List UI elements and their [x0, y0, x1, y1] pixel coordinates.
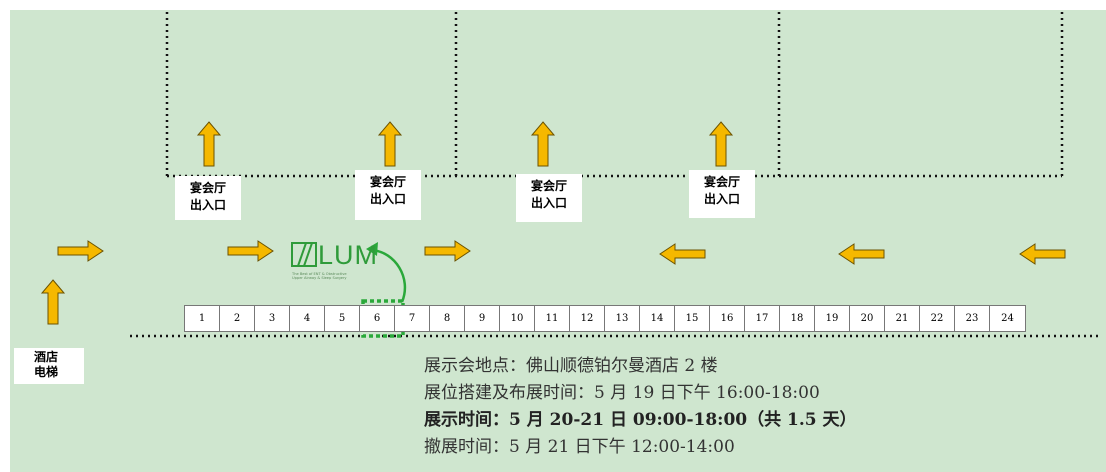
- label-line-2: 出入口: [369, 192, 406, 206]
- label-line-1: 宴会厅: [189, 181, 226, 195]
- exhibition-info: 展示会地点：佛山顺德铂尔曼酒店 2 楼 展位搭建及布展时间：5 月 19 日下午…: [424, 353, 857, 461]
- elevator-label: 酒店 电梯: [14, 348, 84, 384]
- booth-6[interactable]: 6: [360, 306, 395, 331]
- arrow-left-icon: [838, 243, 885, 265]
- booth-17[interactable]: 17: [745, 306, 780, 331]
- arrow-up-icon: [41, 279, 65, 325]
- booth-19[interactable]: 19: [815, 306, 850, 331]
- hall-entrance-label-4: 宴会厅 出入口: [689, 170, 755, 218]
- booth-15[interactable]: 15: [675, 306, 710, 331]
- booth-22[interactable]: 22: [920, 306, 955, 331]
- booth-5[interactable]: 5: [325, 306, 360, 331]
- booth-9[interactable]: 9: [465, 306, 500, 331]
- booth-4[interactable]: 4: [290, 306, 325, 331]
- logo-tagline: The Best of ENT & Obstructive Upper Airw…: [292, 272, 347, 280]
- floor-plan-panel: [10, 10, 1106, 472]
- logo-text: LUM: [318, 240, 379, 270]
- label-line-2: 出入口: [189, 198, 226, 212]
- hall-entrance-label-3: 宴会厅 出入口: [516, 174, 582, 222]
- booth-21[interactable]: 21: [885, 306, 920, 331]
- label-line-2: 出入口: [703, 192, 740, 206]
- arrow-right-icon: [227, 240, 274, 262]
- booth-10[interactable]: 10: [500, 306, 535, 331]
- hall-entrance-label-1: 宴会厅 出入口: [175, 176, 241, 220]
- exhibition-time-text: 展示时间：5 月 20-21 日 09:00-18:00（共 1.5 天）: [424, 410, 857, 430]
- label-line-1: 宴会厅: [530, 179, 567, 193]
- arrow-up-icon: [531, 121, 555, 167]
- label-line-2: 出入口: [530, 196, 567, 210]
- booth-2[interactable]: 2: [220, 306, 255, 331]
- booth-7[interactable]: 7: [395, 306, 430, 331]
- arrow-right-icon: [424, 240, 471, 262]
- booth-8[interactable]: 8: [430, 306, 465, 331]
- booth-13[interactable]: 13: [605, 306, 640, 331]
- booth-14[interactable]: 14: [640, 306, 675, 331]
- booth-3[interactable]: 3: [255, 306, 290, 331]
- booth-23[interactable]: 23: [955, 306, 990, 331]
- logo-icon: [291, 242, 317, 267]
- arrow-up-icon: [378, 121, 402, 167]
- arrow-up-icon: [709, 121, 733, 167]
- booth-16[interactable]: 16: [710, 306, 745, 331]
- booth-24[interactable]: 24: [1001, 313, 1014, 324]
- arrow-up-icon: [197, 121, 221, 167]
- arrow-left-icon: [659, 243, 706, 265]
- elevator-line-1: 酒店: [34, 350, 59, 364]
- curved-arrow-icon: [371, 248, 407, 303]
- venue-text: 展示会地点：佛山顺德铂尔曼酒店 2 楼: [424, 356, 718, 376]
- teardown-time-text: 撤展时间：5 月 21 日下午 12:00-14:00: [424, 437, 735, 457]
- label-line-1: 宴会厅: [369, 175, 406, 189]
- booth-12[interactable]: 12: [570, 306, 605, 331]
- booth-1[interactable]: 1: [185, 306, 220, 331]
- arrow-left-icon: [1019, 243, 1066, 265]
- hall-boundaries: [165, 12, 1064, 178]
- booth-18[interactable]: 18: [780, 306, 815, 331]
- arrow-right-icon: [57, 240, 104, 262]
- curved-arrow-head: [366, 242, 378, 256]
- label-line-1: 宴会厅: [703, 175, 740, 189]
- hall-entrance-label-2: 宴会厅 出入口: [355, 170, 421, 220]
- booth-20[interactable]: 20: [850, 306, 885, 331]
- booth-11[interactable]: 11: [535, 306, 570, 331]
- setup-time-text: 展位搭建及布展时间：5 月 19 日下午 16:00-18:00: [424, 383, 820, 403]
- elevator-line-2: 电梯: [34, 365, 59, 379]
